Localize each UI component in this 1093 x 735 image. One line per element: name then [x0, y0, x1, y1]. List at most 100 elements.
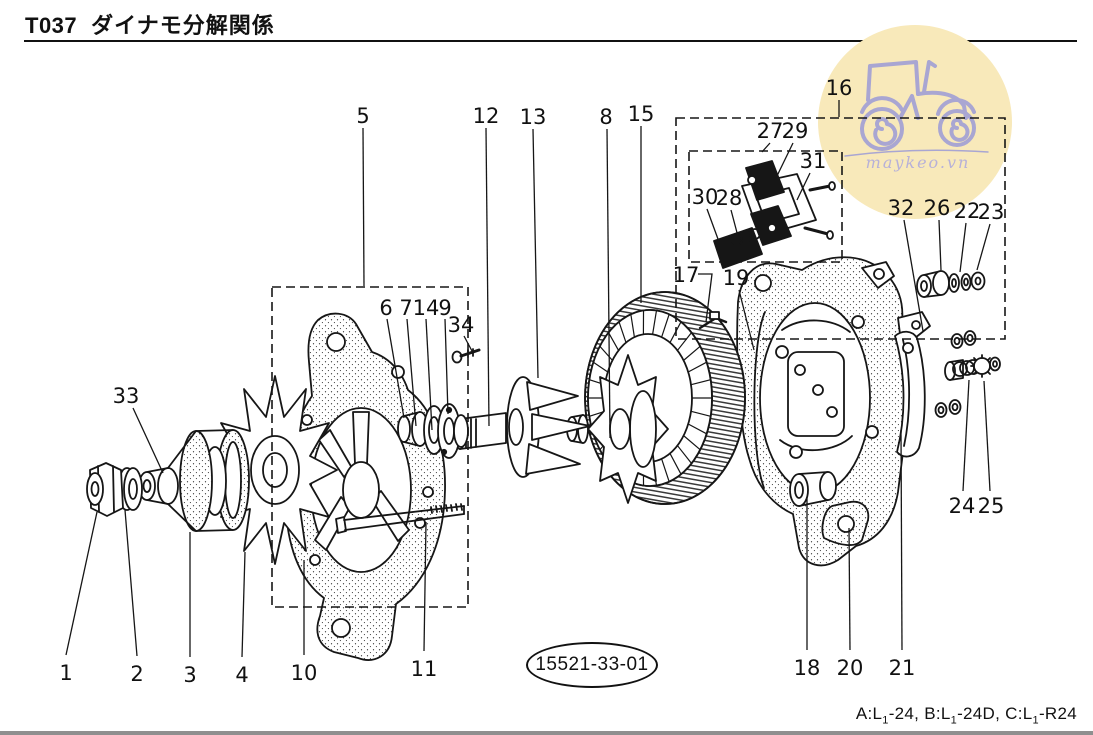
leader-line-12 [485, 127, 490, 427]
leader-line-14 [425, 318, 433, 431]
rotor-front-half-drawing [506, 376, 591, 478]
leader-line-31 [796, 172, 811, 201]
part-label-1: 1 [59, 661, 72, 685]
leader-line-25 [983, 380, 991, 492]
part-label-3: 3 [183, 663, 196, 687]
part-label-11: 11 [411, 657, 438, 681]
leader-line-21 [900, 429, 903, 651]
leader-line-23 [976, 223, 991, 271]
leader-line-13 [532, 128, 539, 379]
stator-slot-tick [592, 361, 609, 373]
leader-line-6 [386, 318, 405, 419]
leader-line-29 [775, 142, 794, 179]
part-label-21: 21 [889, 656, 916, 680]
terminal-bolt-drawing [944, 354, 1001, 381]
leader-line-5 [362, 127, 365, 287]
leader-line-11 [423, 521, 427, 652]
part-label-7: 7 [399, 296, 412, 320]
part-label-15: 15 [628, 102, 655, 126]
part-label-8: 8 [599, 105, 612, 129]
part-label-20: 20 [837, 656, 864, 680]
part-label-23: 23 [978, 200, 1005, 224]
front-bracket-drawing [284, 312, 446, 661]
part-number-oval: 15521-33-01 [526, 642, 658, 688]
stator-slot-tick [687, 361, 708, 373]
leader-line-34 [463, 335, 473, 352]
part-number: 15521-33-01 [535, 654, 649, 675]
pulley-drawing [138, 429, 250, 532]
leader-line-32 [903, 219, 924, 332]
stator-slot-tick [676, 444, 693, 464]
part-label-19: 19 [723, 266, 750, 290]
page-title: T037 ダイナモ分解関係 [25, 8, 275, 40]
part-label-16: 16 [826, 76, 853, 100]
scan-edge-bar [0, 731, 1093, 735]
leader-line-28 [730, 209, 741, 245]
part-label-27: 27 [757, 119, 784, 143]
part-label-13: 13 [520, 105, 547, 129]
leader-line-7 [406, 318, 417, 427]
stator-slot-tick [599, 345, 614, 361]
part-label-29: 29 [782, 119, 809, 143]
leader-line-8 [606, 128, 611, 439]
part-label-28: 28 [716, 186, 743, 210]
tractor-icon [844, 60, 989, 157]
rotor-drawing [566, 354, 669, 504]
part-label-31: 31 [800, 149, 827, 173]
rear-bracket-drawing [736, 256, 931, 567]
leader-line-19 [738, 289, 755, 351]
pulley-nut-drawing [86, 462, 124, 517]
leader-line-17 [698, 273, 713, 323]
leader-line-27 [761, 142, 771, 153]
stator-slot-tick [660, 313, 670, 338]
stator-slot-tick [660, 458, 670, 483]
stator-slot-tick [607, 332, 620, 352]
part-label-34: 34 [448, 313, 475, 337]
leader-line-22 [959, 222, 967, 273]
part-label-2: 2 [130, 662, 143, 686]
through-bolt-drawing [335, 503, 465, 534]
leader-line-33 [132, 407, 164, 474]
part-label-18: 18 [794, 656, 821, 680]
watermark-circle [818, 25, 1012, 219]
part-label-10: 10 [291, 661, 318, 685]
part-label-12: 12 [473, 104, 500, 128]
leader-line-20 [848, 527, 851, 651]
leader-line-9 [444, 318, 449, 415]
stator-slot-tick [682, 345, 701, 361]
part-label-5: 5 [356, 104, 369, 128]
part-label-25: 25 [978, 494, 1005, 518]
stator-slot-tick [690, 410, 712, 417]
part-label-17: 17 [673, 263, 700, 287]
stator-slot-tick [682, 435, 701, 451]
page-code: T037 [25, 13, 78, 38]
stator-slot-tick [690, 379, 712, 386]
bearing-screw-drawing [451, 348, 481, 364]
exploded-drawing [86, 160, 1001, 661]
stator-slot-tick [687, 423, 708, 435]
part-label-6: 6 [379, 296, 392, 320]
watermark-text: maykeo.vn [866, 153, 971, 172]
part-label-26: 26 [924, 196, 951, 220]
part-label-24: 24 [949, 494, 976, 518]
rear-end-group-box [675, 117, 1006, 340]
stator-lead-drawing [698, 311, 728, 330]
part-label-9: 9 [438, 296, 451, 320]
part-label-22: 22 [954, 199, 981, 223]
stator-slot-tick [676, 332, 693, 352]
part-label-33: 33 [113, 384, 140, 408]
page-title-japanese: ダイナモ分解関係 [91, 13, 275, 38]
stator-slot-tick [669, 452, 682, 475]
rear-cover-drawing [894, 330, 926, 458]
stator-slot-tick [651, 309, 658, 335]
model-applicability-note: A:L1-24, B:L1-24D, C:L1-R24 [855, 704, 1077, 727]
leader-line-1 [65, 511, 98, 656]
watermark-logo: maykeo.vn [818, 25, 1012, 219]
part-label-14: 14 [413, 296, 440, 320]
brush-holder-drawing [713, 160, 836, 269]
leader-line-30 [706, 208, 723, 251]
stator-slot-tick [618, 321, 627, 344]
